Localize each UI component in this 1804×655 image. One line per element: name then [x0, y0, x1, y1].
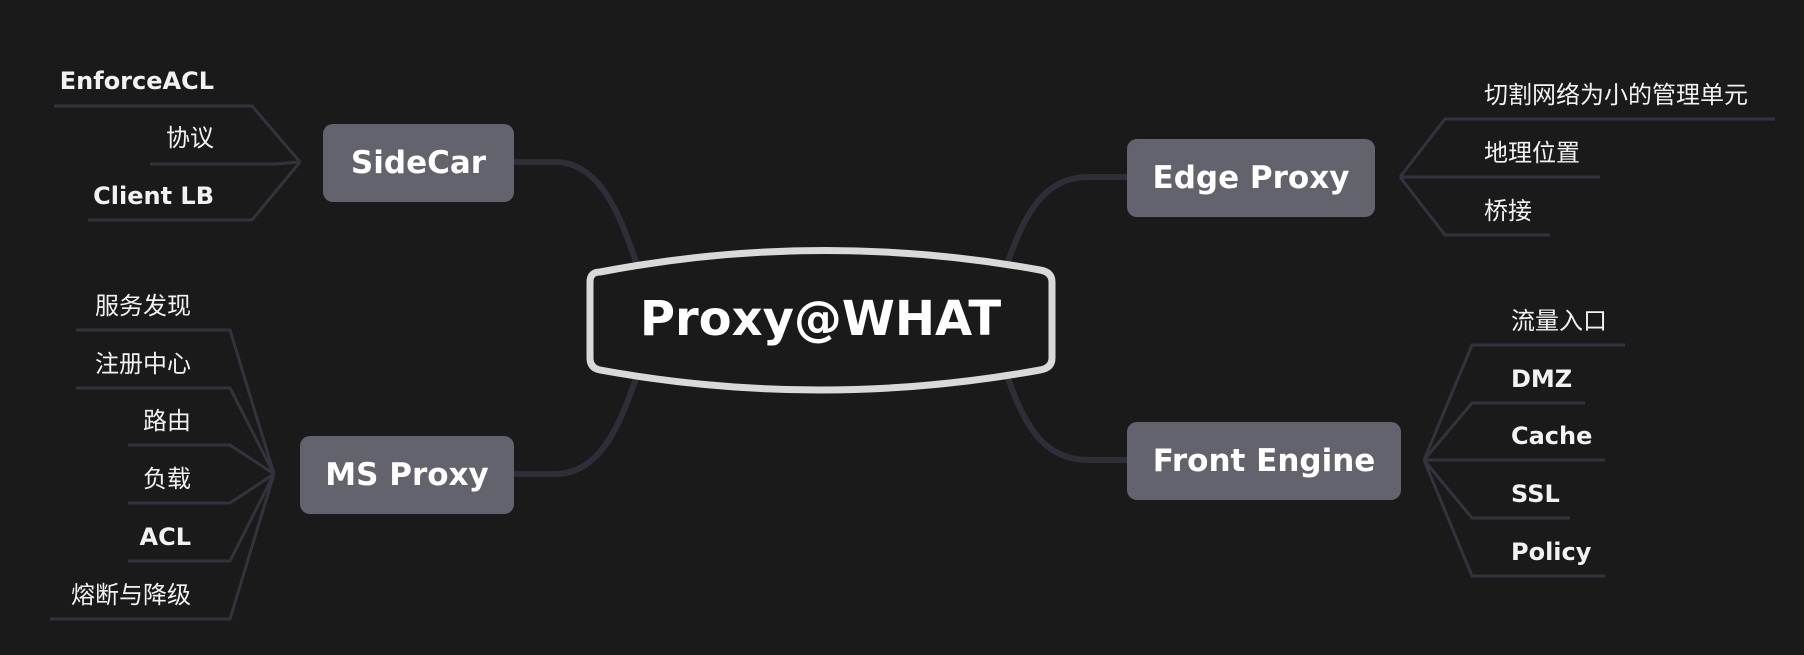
leaf-ms-registry[interactable]: 注册中心 — [95, 350, 191, 378]
leaf-ms-circuit-breaker[interactable]: 熔断与降级 — [71, 581, 191, 609]
root-label: Proxy@WHAT — [639, 291, 1002, 347]
root-node[interactable]: Proxy@WHAT — [583, 244, 1058, 394]
leaf-fe-cache[interactable]: Cache — [1511, 422, 1593, 450]
branch-ms-proxy[interactable]: MS Proxy — [300, 436, 514, 514]
line-ms-6 — [50, 473, 276, 621]
leaf-edge-geolocation[interactable]: 地理位置 — [1484, 139, 1580, 167]
leaf-fe-ssl[interactable]: SSL — [1511, 480, 1560, 508]
line-ms-3 — [128, 443, 275, 476]
leaf-ms-service-discovery[interactable]: 服务发现 — [95, 292, 191, 320]
leaf-ms-acl[interactable]: ACL — [139, 523, 191, 551]
leaf-sidecar-client-lb[interactable]: Client LB — [93, 182, 214, 210]
line-sidecar-1 — [54, 104, 302, 163]
branch-edge-proxy[interactable]: Edge Proxy — [1127, 139, 1375, 217]
branch-sidecar-label: SideCar — [350, 145, 487, 181]
leaf-sidecar-enforceacl[interactable]: EnforceACL — [59, 67, 214, 95]
branch-sidecar[interactable]: SideCar — [323, 124, 514, 202]
line-fe-5 — [1422, 459, 1605, 578]
leaf-fe-traffic-entry[interactable]: 流量入口 — [1511, 307, 1607, 335]
leaf-edge-bridging[interactable]: 桥接 — [1484, 197, 1532, 225]
connector-root-msproxy — [511, 375, 639, 477]
connector-root-frontengine — [1005, 375, 1130, 463]
leaf-fe-dmz[interactable]: DMZ — [1511, 365, 1573, 393]
leaf-sidecar-protocol[interactable]: 协议 — [166, 124, 214, 152]
root-shape — [586, 247, 1056, 394]
leaf-ms-routing[interactable]: 路由 — [143, 407, 191, 435]
branch-ms-proxy-label: MS Proxy — [325, 457, 489, 493]
connector-root-edgeproxy — [1005, 174, 1130, 265]
line-sidecar-3 — [88, 161, 302, 222]
line-fe-4 — [1422, 459, 1570, 520]
line-edge-1 — [1398, 117, 1775, 178]
connector-root-sidecar — [511, 159, 639, 265]
line-ms-5 — [128, 473, 276, 563]
line-fe-1 — [1422, 343, 1625, 461]
leaf-fe-policy[interactable]: Policy — [1511, 538, 1592, 566]
branch-edge-proxy-label: Edge Proxy — [1152, 160, 1350, 196]
line-sidecar-2 — [150, 160, 301, 166]
line-ms-2 — [76, 386, 276, 475]
line-edge-3 — [1398, 176, 1550, 237]
leaf-ms-load[interactable]: 负载 — [143, 465, 191, 493]
leaf-edge-network-split[interactable]: 切割网络为小的管理单元 — [1484, 81, 1748, 109]
line-ms-4 — [128, 472, 275, 505]
branch-front-engine-label: Front Engine — [1152, 443, 1376, 479]
line-fe-2 — [1422, 401, 1585, 461]
branch-front-engine[interactable]: Front Engine — [1127, 422, 1401, 500]
line-ms-1 — [76, 328, 276, 475]
